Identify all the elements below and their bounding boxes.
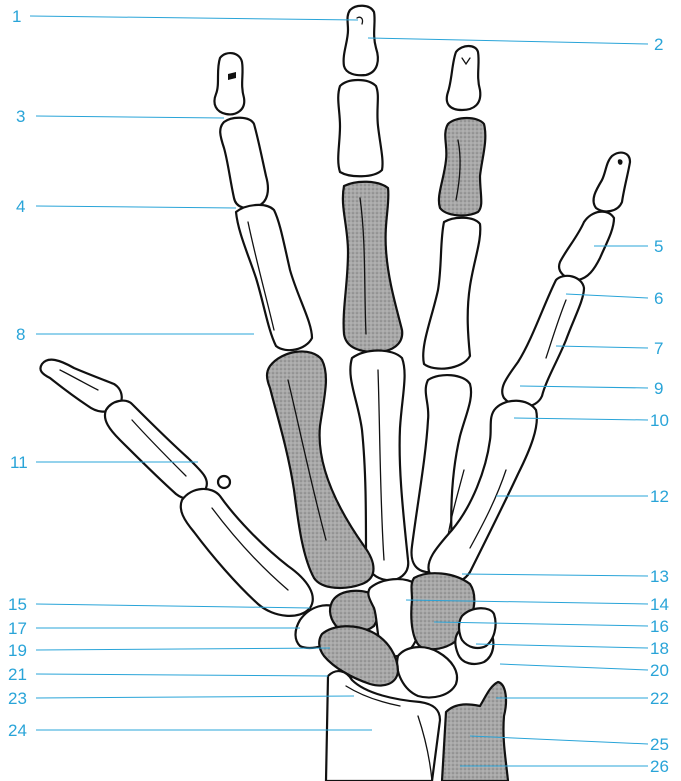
proximal-phalanx-ring: [423, 218, 480, 369]
label-25: 25: [650, 735, 669, 754]
label-11: 11: [10, 453, 28, 472]
bones: [40, 6, 630, 781]
distal-phalanx-middle: [344, 6, 378, 76]
label-16: 16: [650, 617, 669, 636]
label-21: 21: [8, 665, 27, 684]
label-17: 17: [8, 619, 27, 638]
middle-phalanx-ring: [439, 118, 485, 215]
distal-phalanx-little: [594, 153, 630, 212]
label-19: 19: [8, 641, 27, 660]
label-20: 20: [650, 661, 669, 680]
label-3: 3: [16, 107, 25, 126]
distal-phalanx-thumb: [40, 360, 121, 412]
label-5: 5: [654, 237, 663, 256]
distal-phalanx-ring: [447, 46, 481, 110]
label-12: 12: [650, 487, 669, 506]
label-18: 18: [650, 639, 669, 658]
carpal-bones: [296, 573, 496, 697]
label-24: 24: [8, 721, 27, 740]
label-4: 4: [16, 197, 25, 216]
lunate: [397, 647, 457, 697]
proximal-phalanx-thumb: [105, 401, 207, 499]
proximal-phalanx-middle: [343, 182, 402, 352]
label-1: 1: [12, 7, 21, 26]
middle-phalanx-index: [220, 118, 268, 208]
middle-finger: [338, 6, 408, 581]
label-13: 13: [650, 567, 669, 586]
label-6: 6: [654, 289, 663, 308]
label-10: 10: [650, 411, 669, 430]
label-9: 9: [654, 379, 663, 398]
metacarpal-1: [181, 489, 313, 616]
label-22: 22: [650, 689, 669, 708]
label-7: 7: [654, 339, 663, 358]
label-26: 26: [650, 757, 669, 776]
label-8: 8: [16, 325, 25, 344]
label-15: 15: [8, 595, 27, 614]
middle-phalanx-middle: [338, 80, 382, 176]
label-14: 14: [650, 595, 669, 614]
label-2: 2: [654, 35, 663, 54]
sesamoid-bone: [218, 476, 230, 488]
distal-phalanx-index: [214, 53, 244, 114]
label-23: 23: [8, 689, 27, 708]
triquetrum: [459, 608, 496, 648]
